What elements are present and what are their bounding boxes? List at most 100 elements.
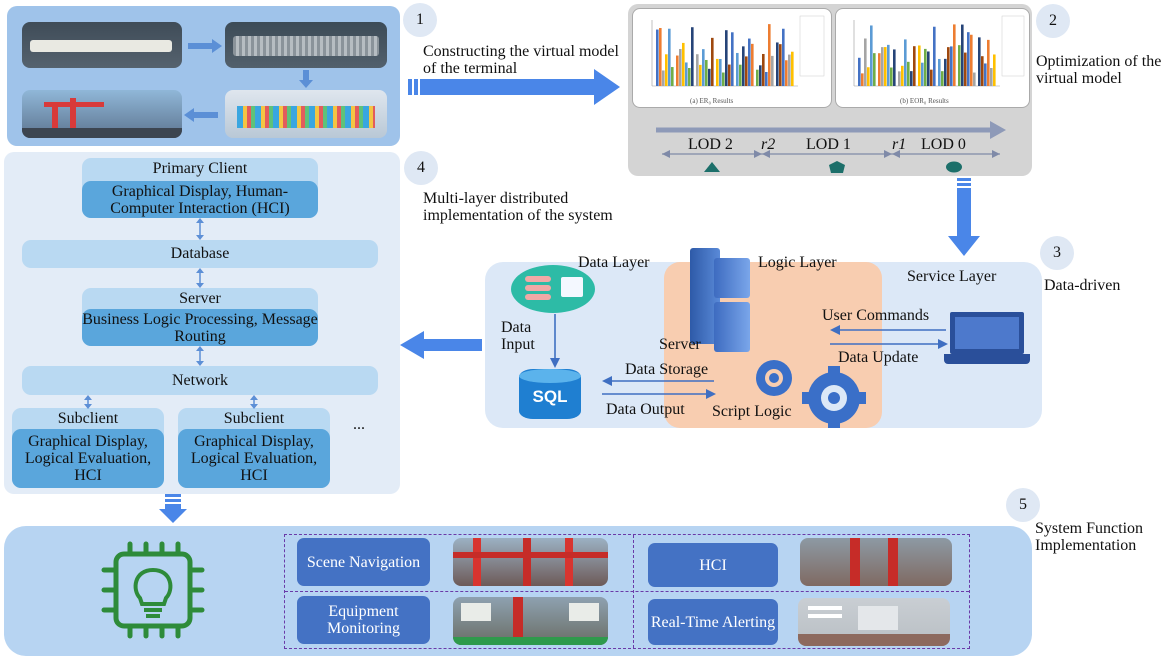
step-5-badge: 5 xyxy=(1006,488,1040,522)
data-output-label: Data Output xyxy=(606,401,685,418)
thumbnail-bar xyxy=(878,53,881,86)
thumbnail-bar xyxy=(702,49,705,86)
sql-icon: SQL xyxy=(519,369,581,419)
thumbnail-bar xyxy=(662,70,665,86)
thumbnail-bar xyxy=(978,37,981,86)
thumbnail-bar xyxy=(771,55,774,86)
thumbnail-bar xyxy=(890,67,893,86)
equipment-monitoring-button[interactable]: Equipment Monitoring xyxy=(297,596,430,644)
hci-preview xyxy=(800,538,952,586)
thumbnail-bar xyxy=(696,54,699,86)
thumbnail-bar xyxy=(970,34,973,86)
gears-icon xyxy=(756,360,866,428)
thumbnail-bar xyxy=(691,27,694,86)
scene-navigation-button[interactable]: Scene Navigation xyxy=(297,538,430,586)
sql-text: SQL xyxy=(532,387,568,406)
step-3-badge: 3 xyxy=(1040,236,1074,270)
thumbnail-bar xyxy=(788,54,791,86)
database-box: Database xyxy=(22,240,378,268)
data-update-label: Data Update xyxy=(838,349,919,366)
thumbnail-bar xyxy=(722,72,725,86)
equipment-monitoring-preview xyxy=(453,597,608,645)
terminal-shot-1 xyxy=(22,22,182,68)
primary-client-desc: Graphical Display, Human-Computer Intera… xyxy=(82,181,318,218)
thumbnail-bar xyxy=(958,45,961,86)
thumbnail-bar xyxy=(699,64,702,86)
lod1-marker xyxy=(829,161,845,173)
thumbnail-bar xyxy=(984,63,987,86)
thumbnail-bar xyxy=(941,71,944,86)
thumbnail-bar xyxy=(785,60,788,86)
thumbnail-bar xyxy=(887,44,890,86)
lod2-label: LOD 2 xyxy=(688,136,733,153)
thumbnail-bar xyxy=(904,39,907,86)
arrow-to-data-driven xyxy=(948,178,980,256)
thumbnail-bar xyxy=(676,55,679,86)
thumbnail-bar xyxy=(981,56,984,86)
thumbnail-bar xyxy=(930,69,933,86)
thumbnail-bar xyxy=(987,39,990,86)
lod2-marker xyxy=(704,162,720,172)
thumbnail-bar xyxy=(967,32,970,86)
thumbnail-bar xyxy=(791,51,794,86)
thumbnail-bar xyxy=(759,65,762,86)
thumbnail-bar xyxy=(864,38,867,86)
thumbnail-bar xyxy=(858,57,861,86)
data-storage-label: Data Storage xyxy=(625,361,709,378)
thumbnail-bar xyxy=(656,29,659,86)
arrow-to-functions xyxy=(159,494,187,523)
thumbnail-bar xyxy=(944,58,947,86)
step-2-badge: 2 xyxy=(1036,4,1070,38)
thumbnail-bar xyxy=(881,47,884,86)
database-icon xyxy=(511,265,595,313)
step-4-label: Multi-layer distributed implementation o… xyxy=(423,190,613,224)
thumbnail-bar xyxy=(751,43,754,86)
thumbnail-bar xyxy=(762,53,765,86)
thumbnail-bar xyxy=(938,58,941,86)
primary-client-title: Primary Client xyxy=(152,160,248,177)
thumbnail-bar xyxy=(913,46,916,86)
subclient-2-desc: Graphical Display, Logical Evaluation, H… xyxy=(178,429,330,488)
user-commands-label: User Commands xyxy=(822,307,930,324)
thumbnail-bar xyxy=(870,25,873,87)
step-1-label: Constructing the virtual model of the te… xyxy=(423,43,619,77)
step-2-label: Optimization of the virtual model xyxy=(1036,53,1162,87)
thumbnail-bar xyxy=(779,44,782,86)
lod1-label: LOD 1 xyxy=(806,136,851,153)
thumbnail-bar xyxy=(682,42,685,86)
storage-output-arrows xyxy=(602,376,716,399)
subclient-1-desc: Graphical Display, Logical Evaluation, H… xyxy=(12,429,164,488)
lod0-marker xyxy=(946,161,962,173)
data-input-arrow xyxy=(550,314,560,368)
subclient-ellipsis: ... xyxy=(353,416,365,433)
thumbnail-bar xyxy=(665,54,668,86)
lightbulb-chip-icon xyxy=(101,541,205,639)
real-time-alerting-button[interactable]: Real-Time Alerting xyxy=(648,599,778,645)
hci-button[interactable]: HCI xyxy=(648,543,778,587)
thumbnail-bar xyxy=(776,42,779,86)
server-icon xyxy=(690,240,754,354)
thumbnail-bar xyxy=(921,62,924,86)
thumbnail-bar xyxy=(739,64,742,86)
data-layer-title: Data Layer xyxy=(578,254,650,271)
thumbnail-bar xyxy=(918,45,921,86)
architecture-connectors xyxy=(84,218,258,409)
chart-b-caption: (b) EOR₀ Results xyxy=(900,97,949,105)
thumbnail-bar xyxy=(782,28,785,87)
thumbnail-bar xyxy=(950,46,953,86)
step-3-number: 3 xyxy=(1053,244,1061,261)
thumbnail-bar xyxy=(993,54,996,86)
thumbnail-bar xyxy=(990,68,993,86)
thumbnail-bar xyxy=(668,28,671,86)
real-time-alerting-preview xyxy=(798,598,950,646)
terminal-shot-4 xyxy=(22,90,182,138)
thumbnail-bar xyxy=(873,53,876,86)
laptop-icon xyxy=(944,312,1030,366)
thumbnail-bar xyxy=(659,28,662,87)
thumbnail-bar xyxy=(973,72,976,86)
terminal-flow-arrows xyxy=(184,39,313,122)
arrow-to-architecture xyxy=(400,331,482,359)
thumbnail-bar xyxy=(884,47,887,86)
step-1-badge: 1 xyxy=(403,3,437,37)
step-3-label: Data-driven xyxy=(1044,277,1121,294)
